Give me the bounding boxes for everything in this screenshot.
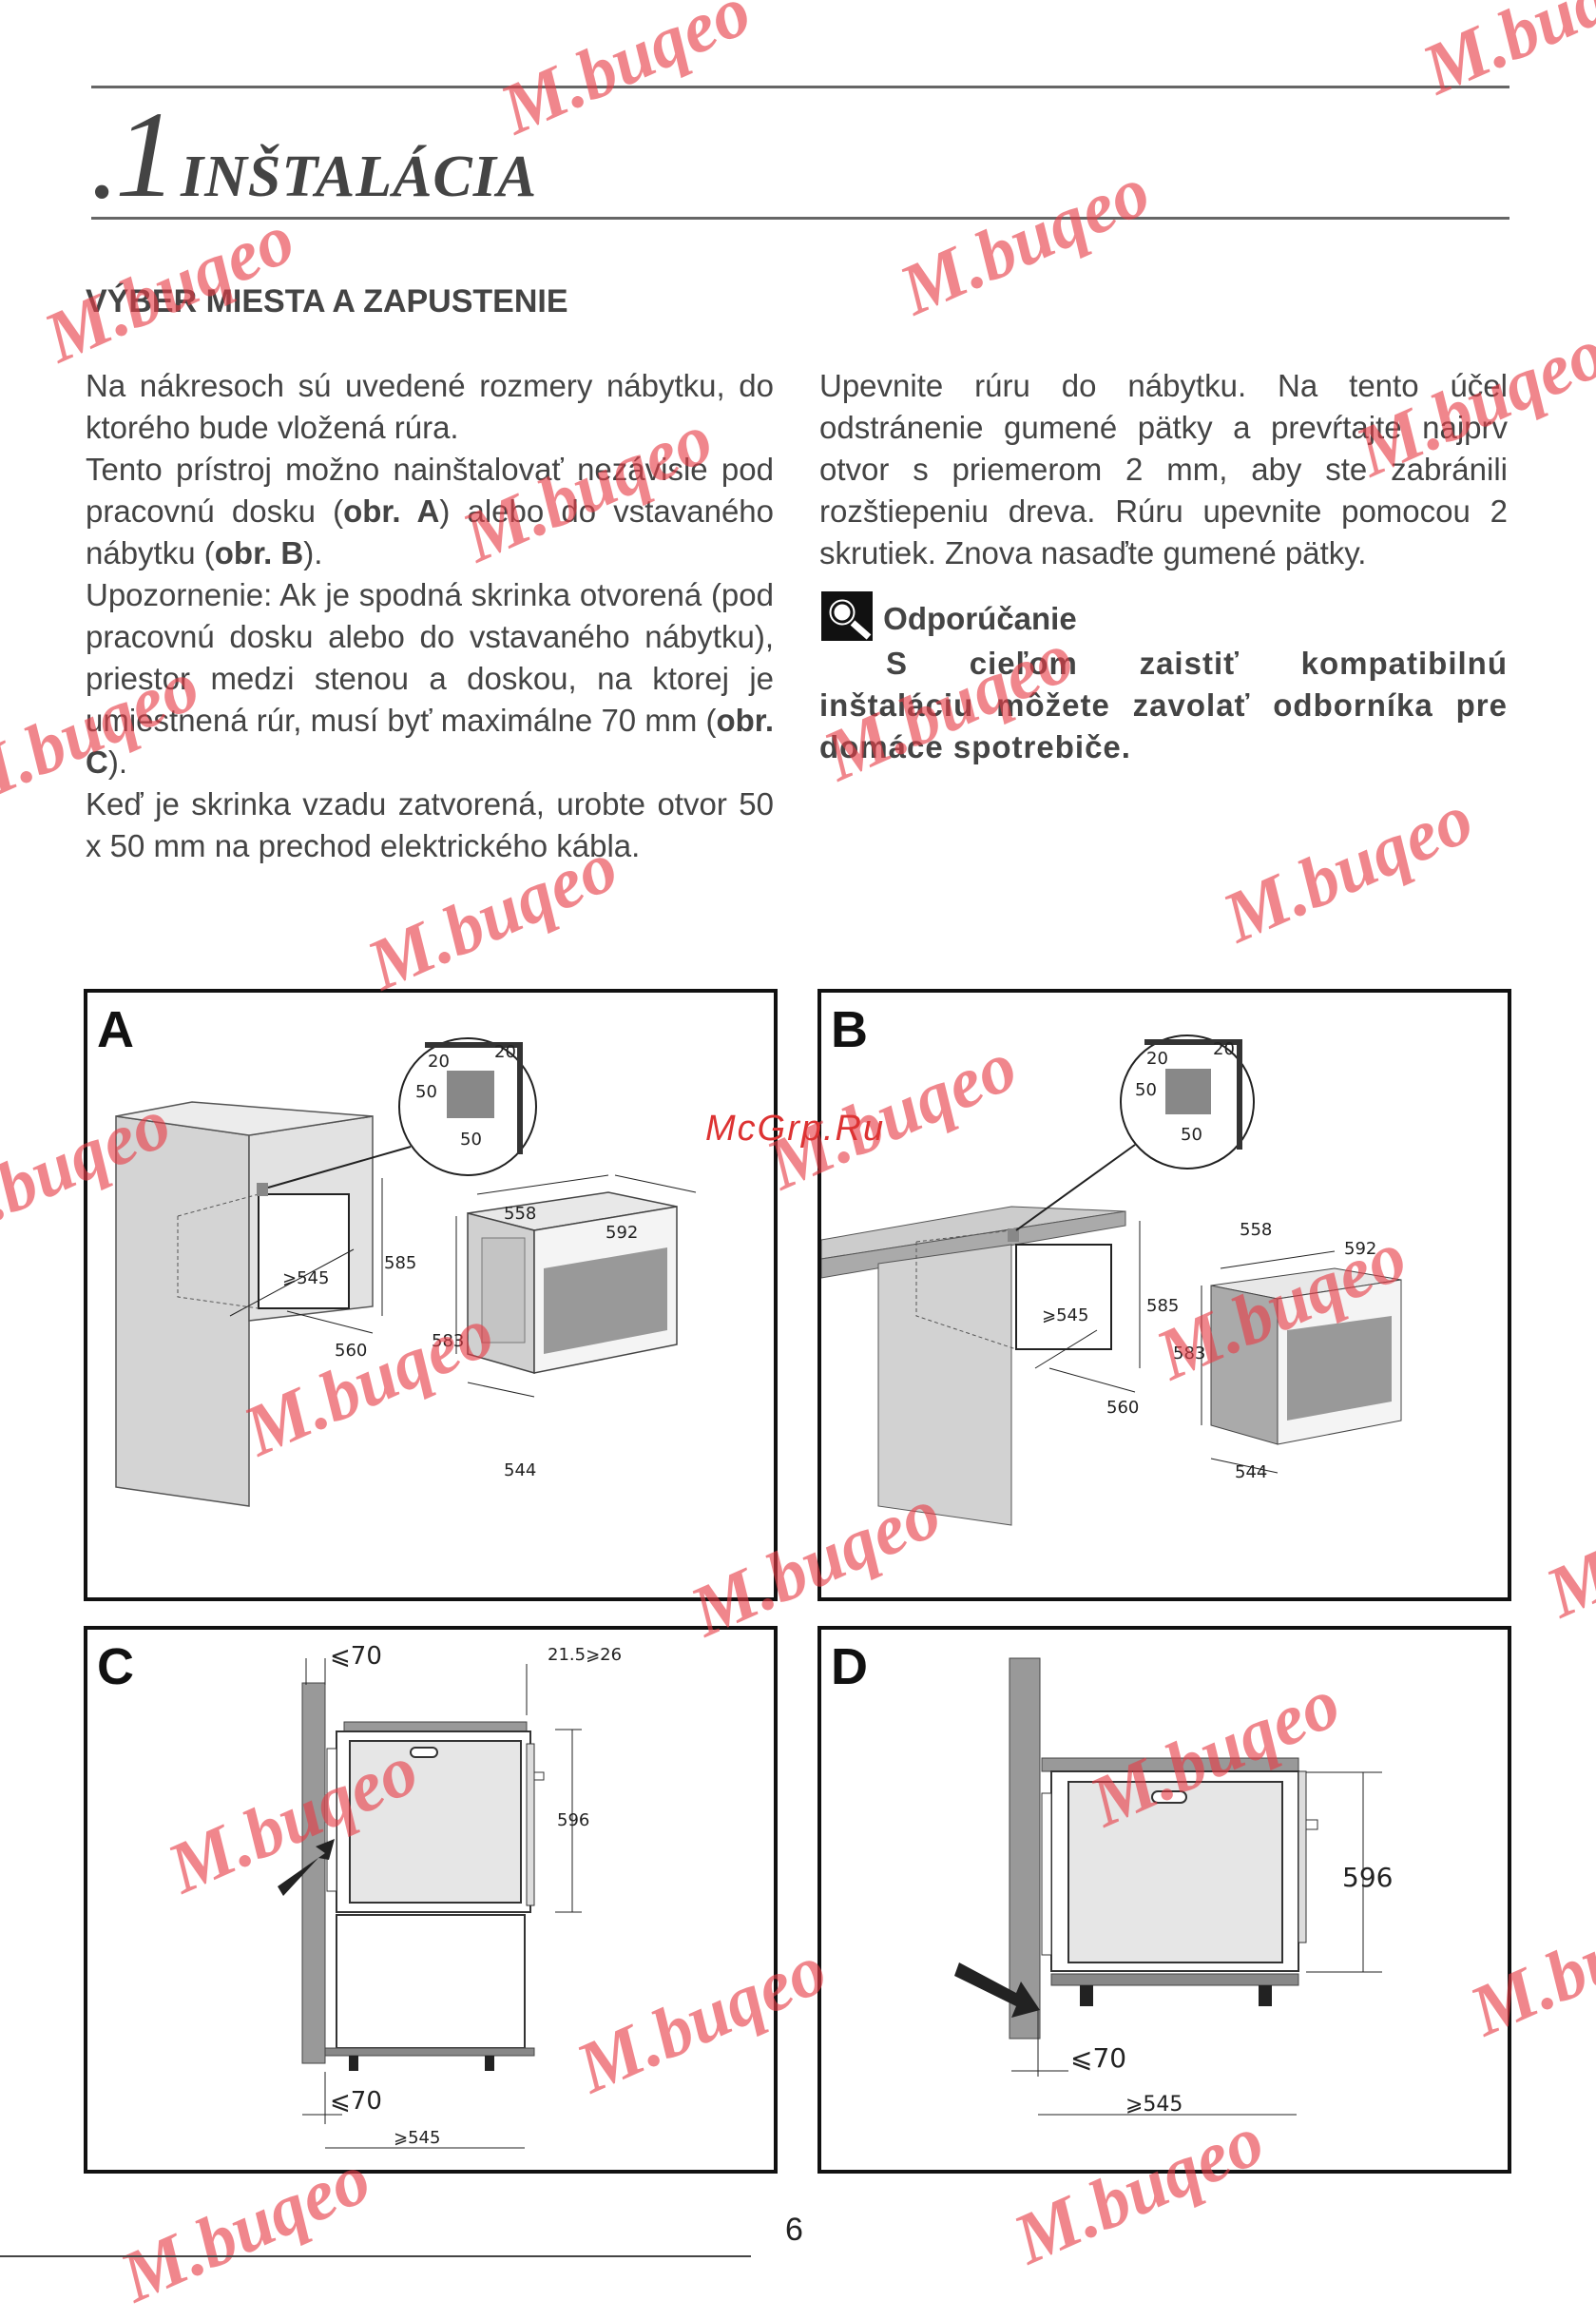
dim-d-1: 596 — [1342, 1862, 1393, 1893]
dim-c-1: ⩽70 — [330, 1642, 382, 1671]
dim-a-1: 20 — [428, 1052, 450, 1072]
dim-b-2: 20 — [1213, 1039, 1235, 1059]
top-rule — [91, 86, 1509, 88]
watermark: M.buqeo — [1534, 1453, 1596, 1634]
left-column: Na nákresoch sú uvedené rozmery nábytku,… — [86, 365, 774, 867]
figure-c-label: C — [97, 1638, 134, 1695]
figure-c: C ⩽70 21.5⩾26 596 ⩽70 ⩾545 — [84, 1626, 778, 2174]
text-run: ) alebo do vstavaného nábytku ( — [86, 493, 775, 570]
figure-a-label: A — [97, 1001, 134, 1058]
chapter-number: 1 — [115, 87, 178, 223]
figure-d-label: D — [831, 1638, 868, 1695]
figure-c-drawing: ⩽70 21.5⩾26 596 ⩽70 ⩾545 — [278, 1642, 622, 2149]
text-run: Tento prístroj možno nainštalovať nezávi… — [86, 452, 774, 529]
dim-a-11: 544 — [504, 1460, 536, 1480]
recommendation-title: Odporúčanie — [883, 601, 1077, 636]
recommendation-box: Odporúčanie S cieľom zaistiť kompatibiln… — [819, 590, 1508, 768]
title-rule — [91, 217, 1509, 220]
dim-b-9: 583 — [1173, 1344, 1205, 1363]
recommendation-header: Odporúčanie — [819, 590, 1508, 643]
text-run: Upozornenie: Ak je spodná skrinka otvore… — [86, 577, 774, 738]
dim-b-6: 592 — [1344, 1239, 1376, 1259]
dim-a-6: 592 — [606, 1223, 638, 1243]
recommendation-text: S cieľom zaistiť kompatibilnú inštaláciu… — [819, 646, 1508, 764]
text-run: ). — [303, 535, 323, 570]
figure-d: D 596 ⩽70 ⩾545 — [817, 1626, 1511, 2174]
dim-b-8: 585 — [1146, 1296, 1179, 1316]
left-paragraph-4: Keď je skrinka vzadu zatvorená, urobte o… — [86, 786, 774, 863]
figure-ref-c: obr. C — [86, 703, 774, 780]
dim-a-8: ⩾545 — [282, 1268, 329, 1288]
text-run: ). — [107, 744, 128, 780]
dim-a-7: 585 — [384, 1253, 416, 1273]
right-column: Upevnite rúru do nábytku. Na tento účel … — [819, 365, 1508, 574]
figure-b-drawing: 20 20 50 50 558 592 ⩾545 585 583 560 544 — [821, 1034, 1402, 1526]
left-paragraph-1: Na nákresoch sú uvedené rozmery nábytku,… — [86, 368, 774, 445]
figure-a: A 20 20 50 50 558 592 585 ⩾545 — [84, 989, 778, 1601]
bottom-rule — [0, 2255, 751, 2257]
magnifier-icon — [819, 590, 875, 643]
dim-c-3: 596 — [557, 1810, 589, 1830]
chapter-title: • 1 INŠTALÁCIA — [91, 84, 537, 226]
right-paragraph-1: Upevnite rúru do nábytku. Na tento účel … — [819, 368, 1508, 570]
watermark: M.buqeo — [888, 150, 1162, 331]
dim-b-3: 50 — [1135, 1080, 1157, 1100]
dim-a-3: 50 — [415, 1082, 437, 1102]
left-paragraph-3: Upozornenie: Ak je spodná skrinka otvore… — [86, 574, 774, 783]
dim-a-4: 50 — [460, 1130, 482, 1150]
figure-ref-a: obr. A — [343, 493, 440, 529]
dim-a-10: 560 — [335, 1341, 367, 1361]
dim-c-5: ⩾545 — [394, 2128, 440, 2148]
dim-b-4: 50 — [1181, 1125, 1202, 1145]
chapter-heading: INŠTALÁCIA — [181, 145, 538, 209]
watermark: M.buqeo — [1411, 0, 1596, 110]
left-paragraph-2: Tento prístroj možno nainštalovať nezávi… — [86, 449, 774, 574]
figure-a-drawing: 20 20 50 50 558 592 585 ⩾545 583 560 544 — [115, 1037, 697, 1507]
dim-d-2: ⩽70 — [1070, 2042, 1126, 2074]
figure-b: B 20 20 50 50 558 592 ⩾545 585 583 56 — [817, 989, 1511, 1601]
dim-b-10: 560 — [1106, 1398, 1139, 1418]
dim-b-7: ⩾545 — [1042, 1305, 1088, 1325]
figure-b-label: B — [831, 1001, 868, 1058]
page-number: 6 — [785, 2212, 803, 2248]
figure-ref-b: obr. B — [214, 535, 304, 570]
dim-b-1: 20 — [1146, 1049, 1168, 1069]
dim-b-5: 558 — [1240, 1220, 1272, 1240]
dim-b-11: 544 — [1235, 1462, 1267, 1482]
site-watermark: McGrp.Ru — [705, 1109, 886, 1149]
dim-c-4: ⩽70 — [330, 2087, 382, 2116]
figure-d-drawing: 596 ⩽70 ⩾545 — [954, 1657, 1393, 2117]
watermark: M.buqeo — [1211, 778, 1485, 958]
dim-a-5: 558 — [504, 1204, 536, 1224]
dim-d-3: ⩾545 — [1125, 2093, 1183, 2117]
dim-a-9: 583 — [432, 1331, 464, 1351]
section-heading: VÝBER MIESTA A ZAPUSTENIE — [86, 283, 568, 319]
dim-a-2: 20 — [494, 1042, 516, 1062]
dim-c-2: 21.5⩾26 — [548, 1645, 622, 1665]
title-bullet: • — [91, 160, 112, 223]
